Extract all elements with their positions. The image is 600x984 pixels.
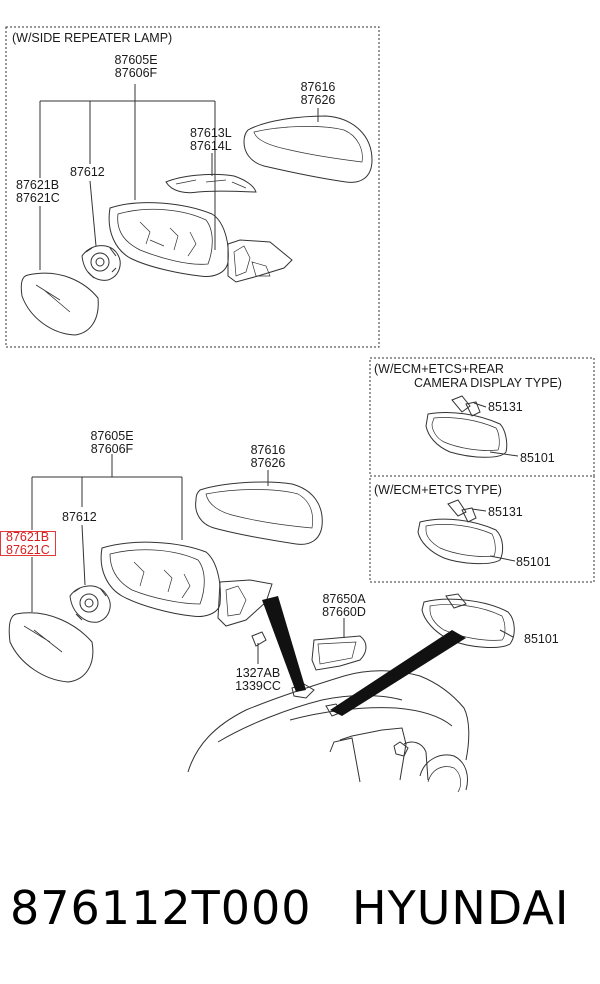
- ecm-rear-label-clip: 85131: [488, 400, 523, 414]
- ecm-panel-title: (W/ECM+ETCS TYPE): [374, 483, 502, 497]
- callout-wedge-inside-mirror: [330, 630, 466, 716]
- ecm-rear-label-mirror: 85101: [520, 451, 555, 465]
- top-actuator: [81, 245, 121, 281]
- ecm-rear-panel-title-line1: (W/ECM+ETCS+REAR: [374, 362, 504, 376]
- bottom-label-screw-a: 1327AB: [235, 666, 281, 680]
- inside-mirror-label: 85101: [524, 632, 559, 646]
- ecm-rear-mirror: [425, 395, 508, 458]
- mirror-trim: [311, 635, 367, 671]
- footer-brand: HYUNDAI: [352, 881, 570, 935]
- mounting-screw: [251, 631, 267, 647]
- bottom-label-actuator: 87612: [62, 510, 97, 524]
- top-leader-lines: [39, 84, 319, 270]
- bottom-label-glass-b: 87621C: [6, 543, 50, 557]
- top-label-cover-b: 87626: [300, 93, 336, 107]
- bottom-label-trim-a: 87650A: [322, 592, 366, 606]
- ecm-panel-frame: [369, 475, 595, 583]
- bottom-actuator: [69, 585, 111, 623]
- bottom-label-screw-b: 1339CC: [235, 679, 281, 693]
- top-repeater-lamp: [165, 173, 257, 194]
- top-label-glass-a: 87621B: [16, 178, 60, 192]
- bottom-mirror-glass: [8, 612, 94, 683]
- bottom-label-trim-b: 87660D: [322, 605, 366, 619]
- top-mirror-glass: [20, 272, 99, 336]
- top-panel-frame: [5, 26, 380, 348]
- bottom-label-cover-a: 87616: [250, 443, 286, 457]
- bottom-label-housing-a: 87605E: [90, 429, 134, 443]
- ecm-mirror: [417, 499, 504, 565]
- vehicle-outline: [187, 670, 470, 793]
- top-label-cover-a: 87616: [300, 80, 336, 94]
- top-housing: [108, 202, 293, 283]
- ecm-label-clip: 85131: [488, 505, 523, 519]
- top-label-housing-b: 87606F: [114, 66, 158, 80]
- inside-mirror: [421, 593, 515, 648]
- top-label-lamp-a: 87613L: [190, 126, 232, 140]
- ecm-label-mirror: 85101: [516, 555, 551, 569]
- footer-part-number: 876112T000: [10, 881, 312, 935]
- bottom-label-housing-b: 87606F: [90, 442, 134, 456]
- top-mirror-cover: [243, 115, 373, 183]
- top-label-lamp-b: 87614L: [190, 139, 232, 153]
- bottom-housing: [100, 541, 273, 627]
- top-label-glass-b: 87621C: [16, 191, 60, 205]
- highlight-box: [0, 531, 56, 556]
- top-label-actuator: 87612: [70, 165, 105, 179]
- top-label-housing-a: 87605E: [114, 53, 158, 67]
- bottom-label-cover-b: 87626: [250, 456, 286, 470]
- bottom-mirror-cover: [195, 481, 323, 545]
- bottom-label-glass-a: 87621B: [6, 530, 50, 544]
- callout-wedge-side-mirror: [262, 596, 306, 692]
- ecm-rear-panel-title-line2: CAMERA DISPLAY TYPE): [414, 376, 562, 390]
- top-panel-title: (W/SIDE REPEATER LAMP): [12, 31, 173, 45]
